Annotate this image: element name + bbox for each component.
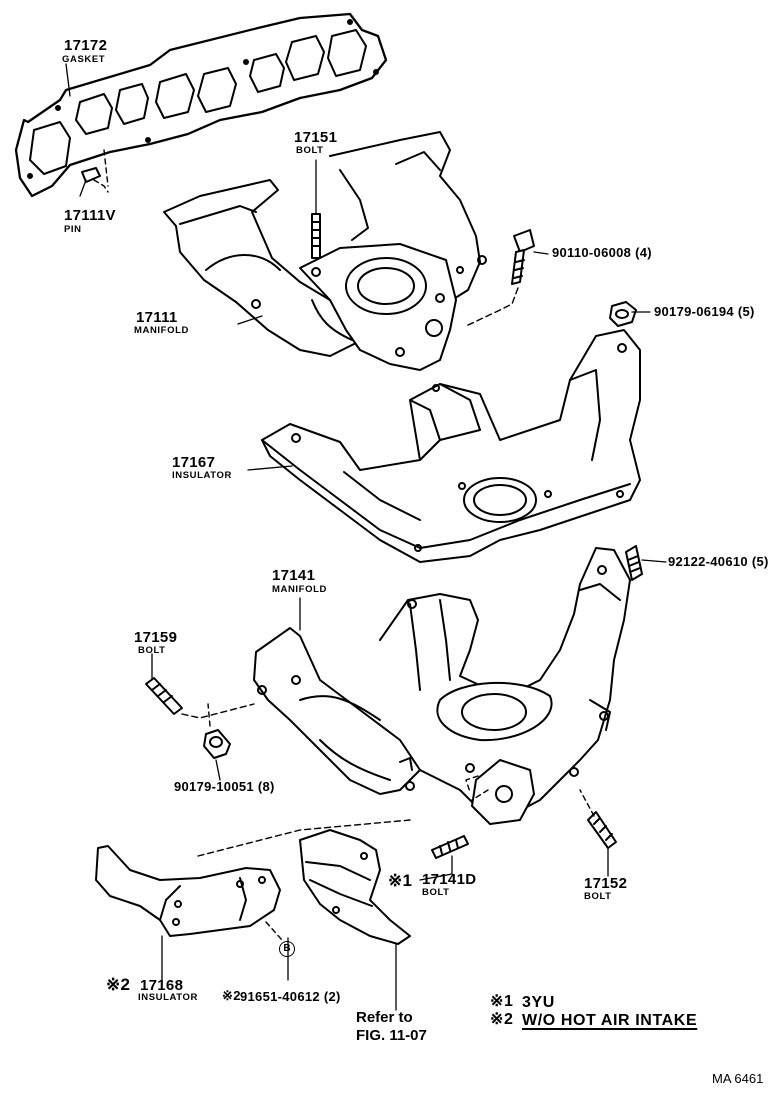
legend-2-mark: ※2 [490,1011,514,1028]
part-17159-number: 17159 [134,629,178,646]
part-17159-name: BOLT [138,645,166,656]
part-17141-name: MANIFOLD [272,584,327,595]
part-91651-mark: ※2 [222,988,241,1003]
part-17151-number: 17151 [294,129,338,146]
bolt-17151-drawing [311,213,321,259]
part-17111-name: MANIFOLD [134,325,189,336]
part-17141d-name: BOLT [422,887,450,898]
legend-1-text: 3YU [522,994,555,1011]
lower-manifold-drawing [253,547,631,825]
upper-manifold-drawing [163,131,487,371]
part-90110-number: 90110-06008 (4) [552,245,652,260]
part-17152-number: 17152 [584,875,628,892]
bolt-17159-drawing [145,677,255,719]
bolt-17141d-drawing [431,835,469,859]
nut-90179-06194-drawing [609,301,637,327]
part-17141d-number: 17141D [422,871,477,888]
part-17111v-name: PIN [64,224,82,235]
part-92122-number: 92122-40610 (5) [668,554,769,569]
part-17167-number: 17167 [172,454,216,471]
part-17168-mark: ※2 [106,975,131,994]
insulator-17168-drawing [95,819,411,941]
legend-2-text: W/O HOT AIR INTAKE [522,1012,698,1029]
legend-1-mark: ※1 [490,993,514,1010]
nut-90179-10051-drawing [203,703,231,759]
part-90179-10051-number: 90179-10051 (8) [174,779,275,794]
part-17167-name: INSULATOR [172,470,232,481]
gasket-drawing [14,12,388,198]
part-17168-name: INSULATOR [138,992,198,1003]
pin-17111v-drawing [81,149,109,193]
part-17141-number: 17141 [272,567,316,584]
refer-to-line2: FIG. 11-07 [356,1027,427,1044]
part-17168-number: 17168 [140,977,184,994]
part-17111-number: 17111 [136,309,178,326]
part-17151-name: BOLT [296,145,324,156]
figure-code: MA 6461 [712,1071,764,1086]
part-90179-06194-number: 90179-06194 (5) [654,304,755,319]
insulator-17167-drawing [261,329,641,563]
stud-92122-drawing [625,545,643,581]
bolt-90110-drawing [465,229,535,327]
refer-to-line1: Refer to [356,1009,413,1026]
bolt-17152-drawing [579,789,617,849]
part-17111v-number: 17111V [64,207,116,224]
part-91651-number: 91651-40612 (2) [240,989,341,1004]
part-17141d-mark: ※1 [388,871,413,890]
callout-b: B [279,941,295,957]
part-17172-name: GASKET [62,54,106,65]
part-17172-number: 17172 [64,37,108,54]
part-17152-name: BOLT [584,891,612,902]
heat-shield-drawing [299,829,411,945]
